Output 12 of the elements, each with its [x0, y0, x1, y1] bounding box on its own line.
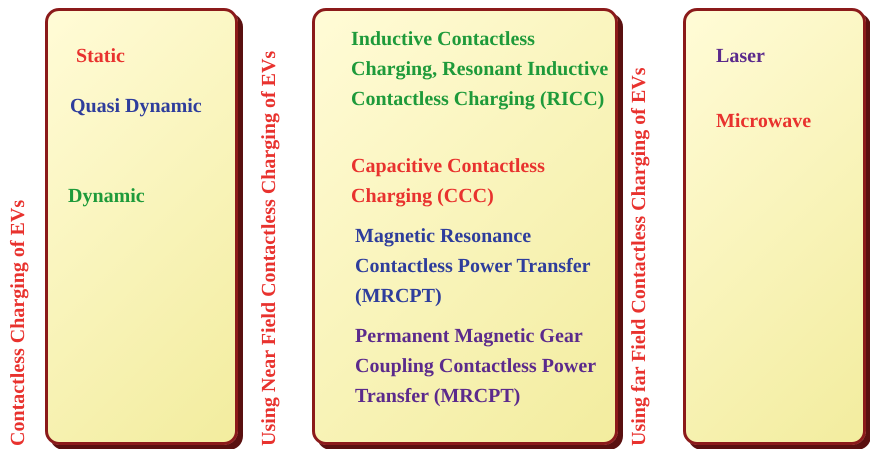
vertical-label: Using Near Field Contactless Charging of EVs — [258, 50, 281, 446]
item-text: Permanent Magnetic Gear Coupling Contactless Power Transfer (MRCPT) — [355, 324, 597, 409]
vertical-label: Using far Field Contactless Charging of EVs — [628, 66, 651, 446]
item-text: Inductive Contactless Charging, Resonant Inductive Contactless Charging (RICC) — [351, 27, 610, 112]
item-text: Magnetic Resonance Contactless Power Transfer (MRCPT) — [355, 224, 592, 309]
item-text: Quasi Dynamic — [70, 94, 203, 119]
item-text: Dynamic — [68, 184, 146, 209]
item-text: Microwave — [716, 109, 812, 134]
item-text: Capacitive Contactless Charging (CCC) — [351, 154, 546, 209]
vertical-label: Contactless Charging of EVs — [7, 198, 29, 446]
item-text: Laser — [716, 44, 766, 69]
item-text: Static — [76, 44, 126, 69]
